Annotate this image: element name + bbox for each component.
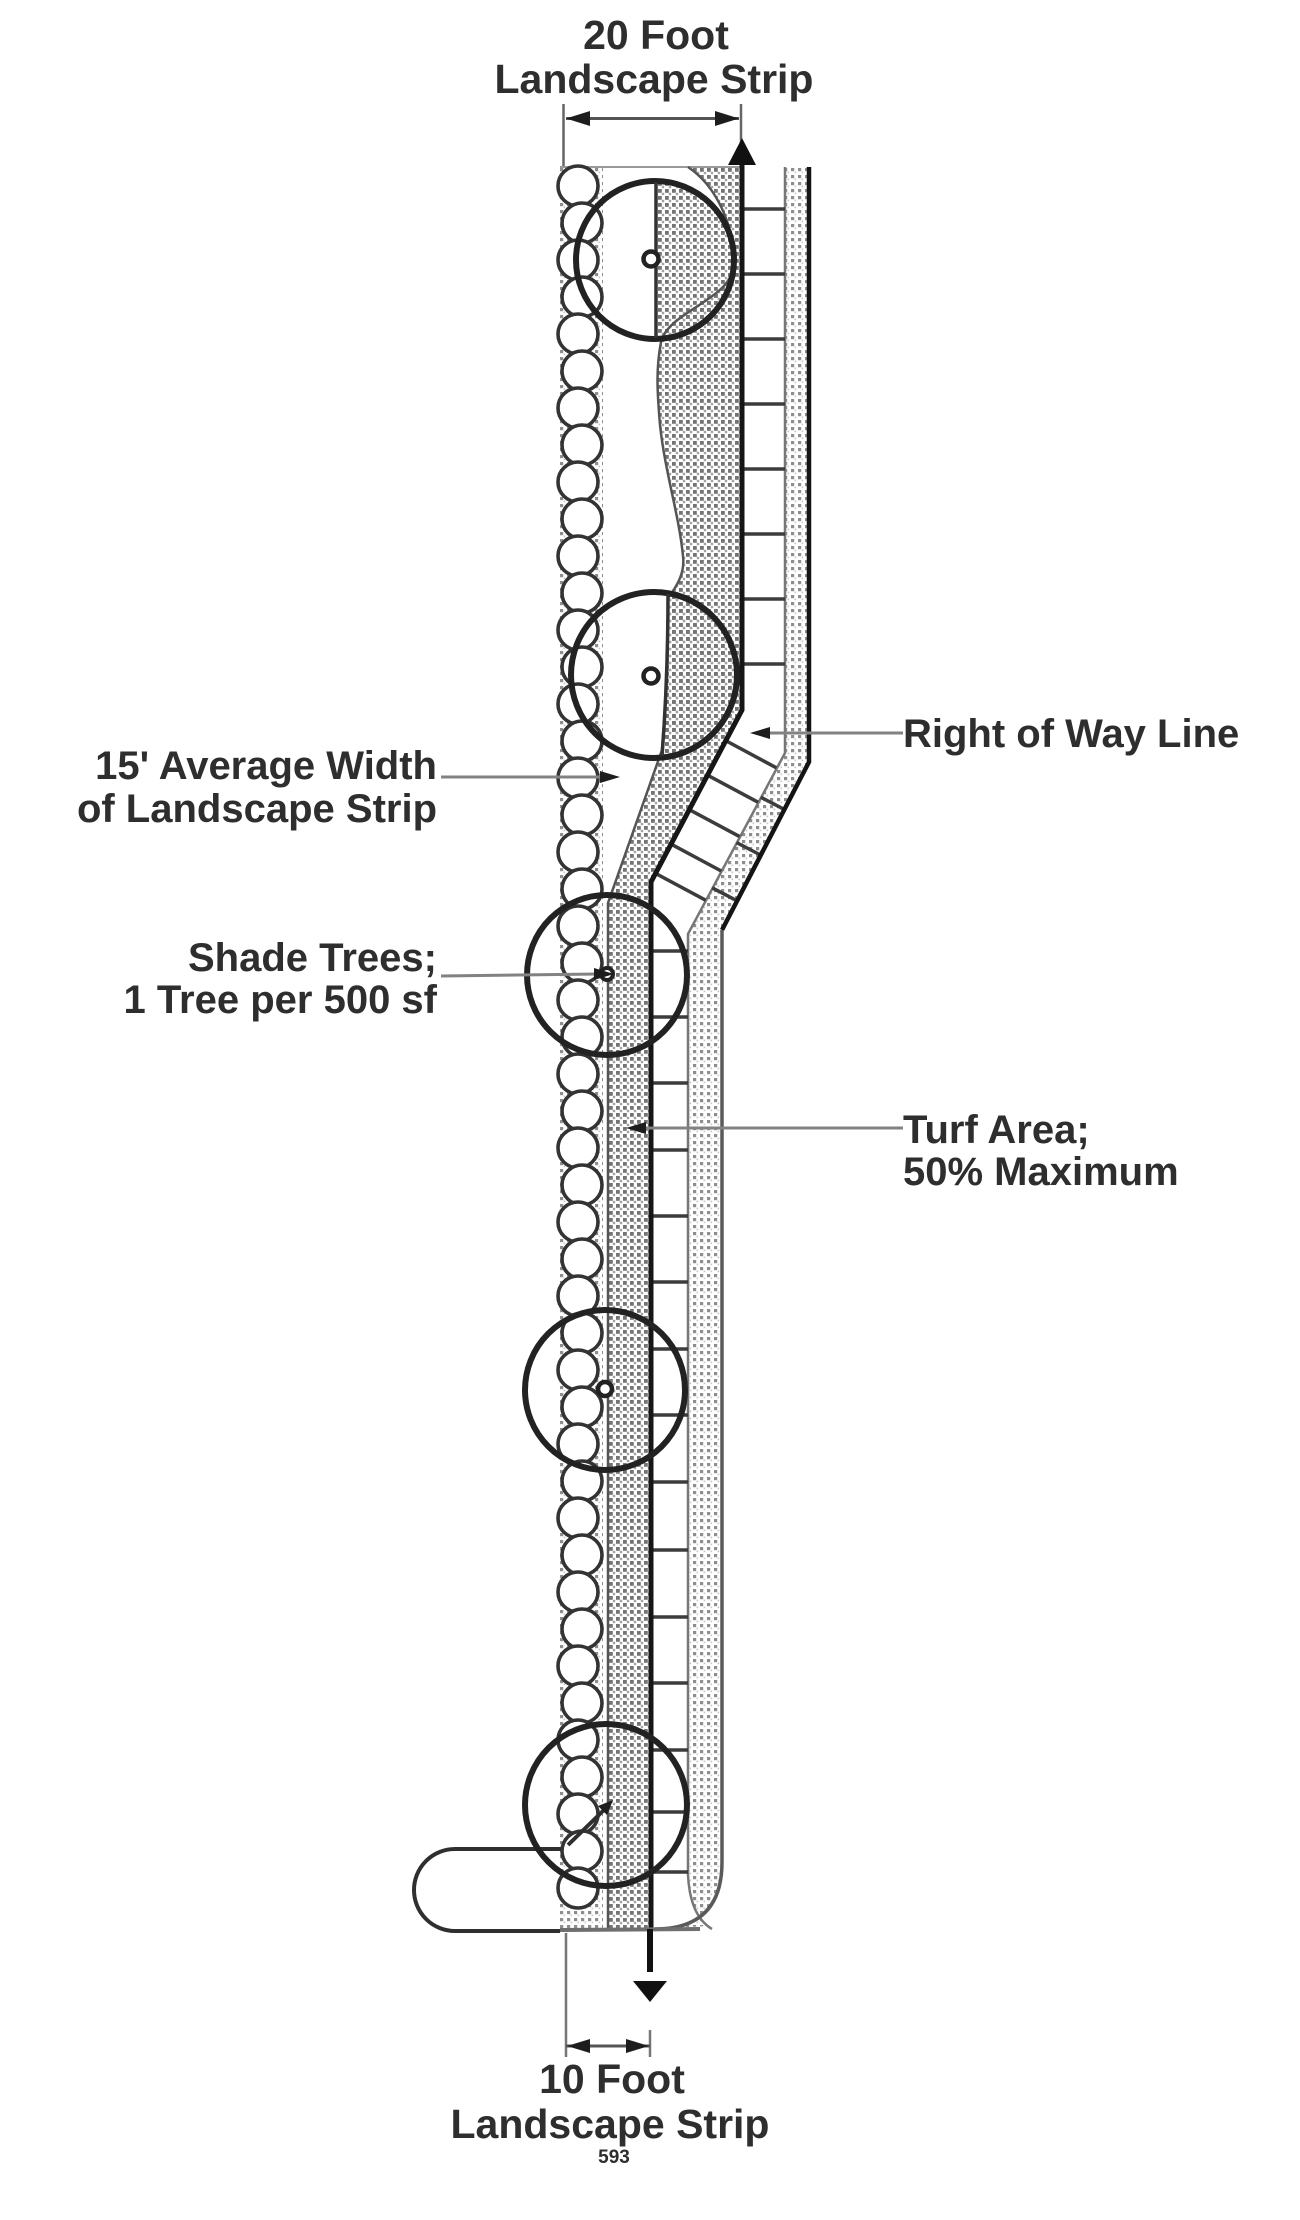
svg-text:593: 593 <box>598 2147 630 2168</box>
svg-text:Shade Trees;: Shade Trees; <box>188 936 437 980</box>
svg-text:50% Maximum: 50% Maximum <box>903 1150 1179 1194</box>
svg-text:Landscape Strip: Landscape Strip <box>495 56 814 102</box>
svg-text:of Landscape Strip: of Landscape Strip <box>77 787 437 831</box>
svg-text:15' Average Width: 15' Average Width <box>95 744 437 788</box>
svg-text:20 Foot: 20 Foot <box>583 12 729 58</box>
svg-text:10 Foot: 10 Foot <box>539 2056 685 2102</box>
svg-text:Right of Way Line: Right of Way Line <box>903 712 1239 756</box>
svg-text:Turf Area;: Turf Area; <box>903 1108 1090 1152</box>
svg-text:Landscape Strip: Landscape Strip <box>451 2101 770 2147</box>
svg-text:1 Tree per 500 sf: 1 Tree per 500 sf <box>123 978 437 1022</box>
